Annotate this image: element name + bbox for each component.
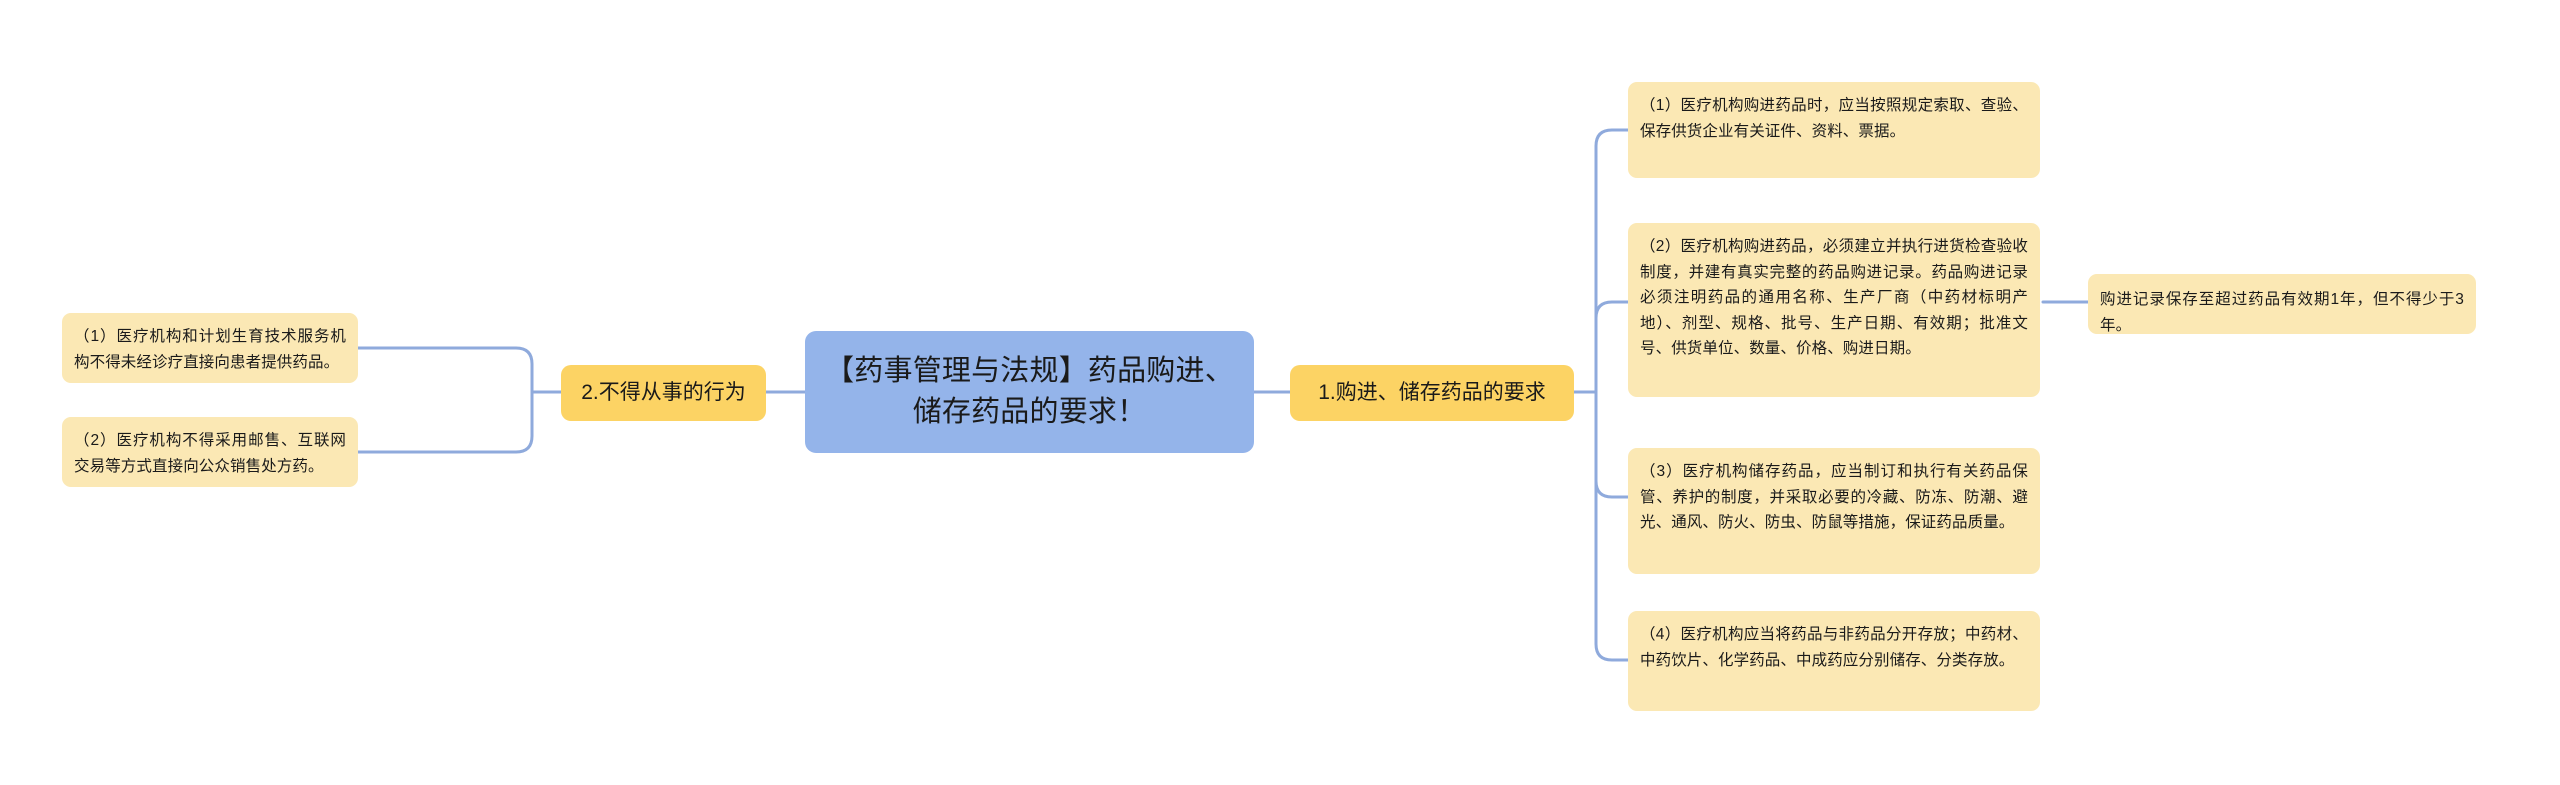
leaf-right-3[interactable]: （3）医疗机构储存药品，应当制订和执行有关药品保管、养护的制度，并采取必要的冷藏…	[1628, 448, 2040, 574]
leaf-left-2[interactable]: （2）医疗机构不得采用邮售、互联网交易等方式直接向公众销售处方药。	[62, 417, 358, 487]
leaf-left-1-label: （1）医疗机构和计划生育技术服务机构不得未经诊疗直接向患者提供药品。	[74, 328, 346, 371]
root-topic-label: 【药事管理与法规】药品购进、储存药品的要求！	[825, 355, 1234, 428]
branch-right-label: 1.购进、储存药品的要求	[1318, 381, 1546, 404]
connector-right-leaf-3	[1594, 390, 1630, 499]
branch-right[interactable]: 1.购进、储存药品的要求	[1290, 365, 1574, 421]
leaf-right-2-sub-1[interactable]: 购进记录保存至超过药品有效期1年，但不得少于3年。	[2088, 274, 2476, 334]
leaf-right-3-label: （3）医疗机构储存药品，应当制订和执行有关药品保管、养护的制度，并采取必要的冷藏…	[1640, 463, 2028, 531]
connector-left-leaf-1	[354, 346, 534, 394]
connector-right-leaf-1	[1594, 128, 1630, 394]
leaf-right-2-label: （2）医疗机构购进药品，必须建立并执行进货检查验收制度，并建有真实完整的药品购进…	[1640, 238, 2028, 357]
leaf-right-4[interactable]: （4）医疗机构应当将药品与非药品分开存放；中药材、中药饮片、化学药品、中成药应分…	[1628, 611, 2040, 711]
leaf-right-2-sub-1-label: 购进记录保存至超过药品有效期1年，但不得少于3年。	[2100, 291, 2464, 334]
connector-left-leaf-2	[354, 390, 534, 454]
leaf-right-2[interactable]: （2）医疗机构购进药品，必须建立并执行进货检查验收制度，并建有真实完整的药品购进…	[1628, 223, 2040, 397]
leaf-right-4-label: （4）医疗机构应当将药品与非药品分开存放；中药材、中药饮片、化学药品、中成药应分…	[1640, 626, 2028, 669]
root-topic[interactable]: 【药事管理与法规】药品购进、储存药品的要求！	[805, 331, 1254, 453]
connector-right-leaf-4	[1594, 390, 1630, 662]
leaf-right-1[interactable]: （1）医疗机构购进药品时，应当按照规定索取、查验、保存供货企业有关证件、资料、票…	[1628, 82, 2040, 178]
leaf-left-1[interactable]: （1）医疗机构和计划生育技术服务机构不得未经诊疗直接向患者提供药品。	[62, 313, 358, 383]
branch-left[interactable]: 2.不得从事的行为	[561, 365, 766, 421]
leaf-right-1-label: （1）医疗机构购进药品时，应当按照规定索取、查验、保存供货企业有关证件、资料、票…	[1640, 97, 2028, 140]
leaf-left-2-label: （2）医疗机构不得采用邮售、互联网交易等方式直接向公众销售处方药。	[74, 432, 346, 475]
connector-right-leaf-2	[1594, 300, 1630, 394]
branch-left-label: 2.不得从事的行为	[581, 381, 746, 404]
